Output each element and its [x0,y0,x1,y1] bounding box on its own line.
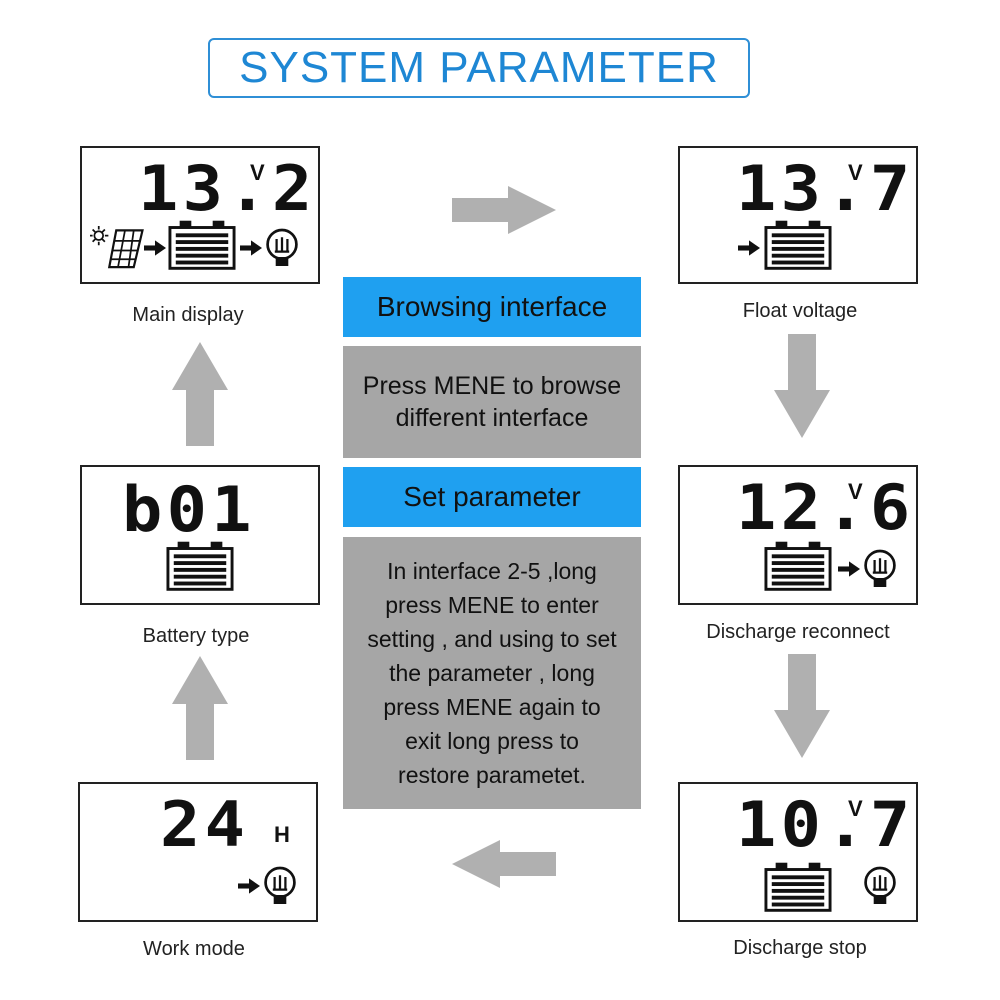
title-box: SYSTEM PARAMETER [208,38,750,98]
discharge-reconnect-reading: 12.6 [736,471,915,544]
flow-arrow-up [172,656,228,760]
caption-main-display: Main display [132,304,244,326]
set-parameter-desc: In interface 2-5 ,long press MENE to ent… [367,558,617,788]
set-parameter-header: Set parameter [343,467,641,527]
discharge-stop-unit: V [848,796,863,821]
panel-discharge-reconnect: 12.6 V [678,465,918,605]
bulb-icon [262,866,298,906]
work-mode-reading: 24 [160,788,250,861]
arrow-right-icon [144,240,166,256]
battery-type-reading: b01 [122,473,256,546]
bulb-icon [862,549,898,589]
caption-battery-type: Battery type [142,625,250,647]
panel-battery-type: b01 [80,465,320,605]
flow-arrow-right [452,186,556,234]
float-voltage-unit: V [848,160,863,185]
main-display-unit: V [250,160,265,185]
caption-discharge-reconnect: Discharge reconnect [706,621,890,643]
caption-work-mode: Work mode [143,938,245,960]
battery-icon [764,220,832,270]
float-voltage-reading: 13.7 [736,152,915,225]
flow-arrow-left [452,840,556,888]
panel-float-voltage: 13.7 V [678,146,918,284]
panel-discharge-stop: 10.7 V [678,782,918,922]
browsing-interface-desc: Press MENE to browse different interface [362,372,622,432]
flow-arrow-down [774,334,830,438]
discharge-reconnect-unit: V [848,479,863,504]
browsing-interface-box: Press MENE to browse different interface [343,346,641,458]
main-display-reading: 13.2 [138,152,317,225]
browsing-interface-title: Browsing interface [376,291,608,322]
flow-arrow-up [172,342,228,446]
arrow-right-icon [838,561,860,577]
panel-main-display: 13.2 V [80,146,320,284]
page-title: SYSTEM PARAMETER [239,43,719,92]
bulb-icon [862,866,898,906]
discharge-stop-reading: 10.7 [736,788,915,861]
battery-icon [166,541,234,591]
flow-arrow-down [774,654,830,758]
arrow-right-icon [238,878,260,894]
bulb-icon [264,228,300,268]
caption-discharge-stop: Discharge stop [733,937,867,959]
browsing-interface-header: Browsing interface [343,277,641,337]
panel-work-mode: 24 H [78,782,318,922]
battery-icon [168,220,236,270]
battery-icon [764,541,832,591]
work-mode-unit: H [274,822,290,847]
arrow-right-icon [738,240,760,256]
set-parameter-title: Set parameter [403,481,581,512]
battery-icon [764,862,832,912]
arrow-right-icon [240,240,262,256]
caption-float-voltage: Float voltage [742,300,858,322]
set-parameter-box: In interface 2-5 ,long press MENE to ent… [343,537,641,809]
solar-panel-icon [90,224,146,270]
